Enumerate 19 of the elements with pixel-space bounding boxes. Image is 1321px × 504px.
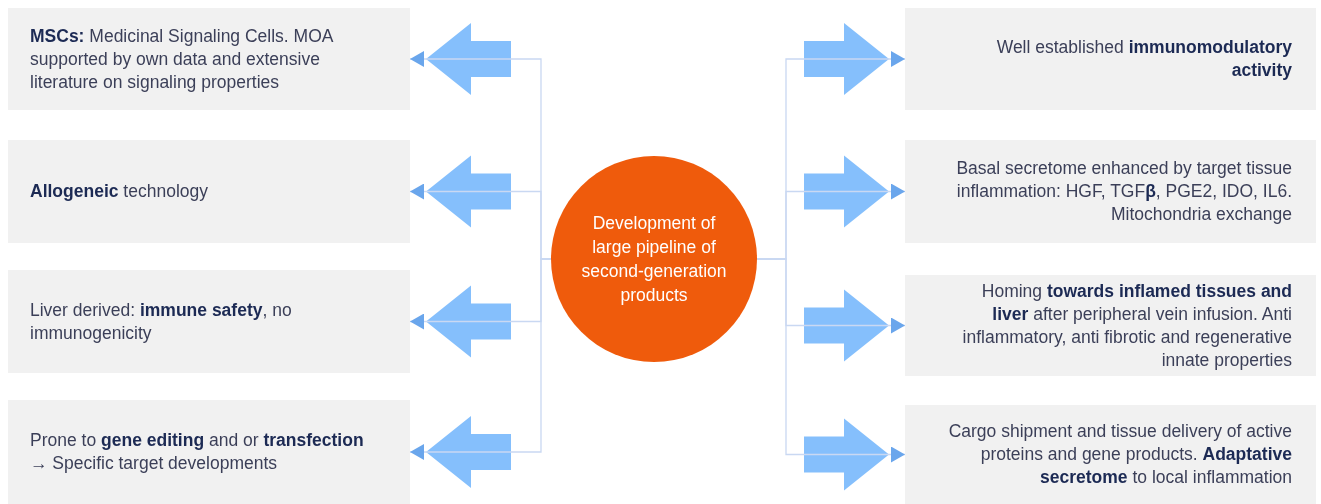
box-text: Allogeneic technology (30, 180, 208, 203)
arrow (756, 258, 906, 491)
arrow (409, 258, 552, 488)
info-box (905, 140, 1316, 243)
box-text: Cargo shipment and tissue delivery of active proteins and gene products. Adaptative secretome to local inflammation (947, 420, 1292, 489)
info-box (905, 405, 1316, 504)
info-box (8, 270, 410, 373)
box-text: Liver derived: immune safety, no immunogenicity (30, 298, 293, 345)
info-box (905, 8, 1316, 110)
box-text: Well established immunomodulatory activity (995, 36, 1292, 82)
info-box (8, 400, 410, 504)
box-text: Homing towards inflamed tissues and liver after peripheral vein infusion. Anti inflammatory, anti fibrotic and regenerative innate properties (961, 279, 1292, 372)
info-box (905, 275, 1316, 376)
info-box (8, 140, 410, 243)
info-box (8, 8, 410, 110)
box-text: Prone to gene editing and or transfection → Specific target developments (30, 429, 365, 475)
circle-text: Development of large pipeline of second-generation products (580, 212, 728, 307)
box-text: MSCs: Medicinal Signaling Cells. MOA supported by own data and extensive literature on signaling properties (30, 24, 335, 94)
box-text: Basal secretome enhanced by target tissue inflammation: HGF, TGFβ, PGE2, IDO, IL6. Mitochondria exchange (955, 157, 1292, 226)
